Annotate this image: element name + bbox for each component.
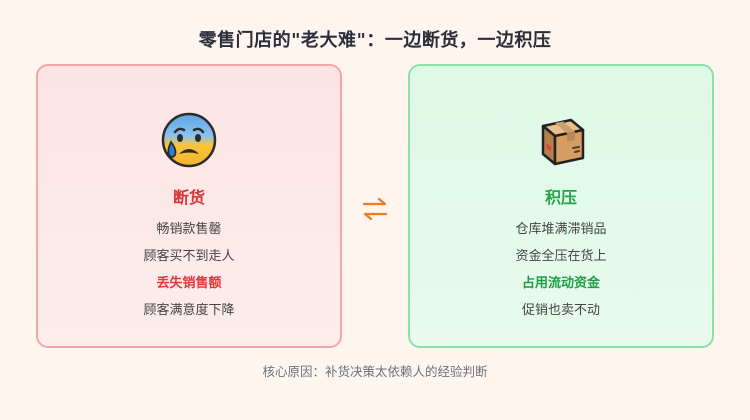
- bidirectional-arrows-icon: [362, 197, 388, 221]
- stockout-point: 顾客买不到走人: [143, 249, 235, 264]
- overstock-key-point: 占用流动资金: [521, 276, 600, 291]
- stockout-point: 畅销款售罄: [156, 222, 222, 237]
- stockout-point: 顾客满意度下降: [143, 303, 235, 318]
- stockout-key-point: 丢失销售额: [156, 276, 222, 291]
- anxious-face-icon: [161, 112, 217, 168]
- package-box-icon: [541, 118, 585, 166]
- overstock-point: 资金全压在货上: [515, 249, 607, 264]
- overstock-card: 积压 仓库堆满滞销品 资金全压在货上 占用流动资金 促销也卖不动: [408, 64, 714, 348]
- root-cause-note: 核心原因：补货决策太依赖人的经验判断: [262, 364, 488, 379]
- stockout-heading: 断货: [172, 188, 205, 207]
- overstock-heading: 积压: [544, 188, 577, 207]
- stockout-card: 断货 畅销款售罄 顾客买不到走人 丢失销售额 顾客满意度下降: [36, 64, 342, 348]
- overstock-point: 仓库堆满滞销品: [515, 222, 607, 237]
- page-title: 零售门店的"老大难"：一边断货，一边积压: [198, 30, 552, 51]
- overstock-point: 促销也卖不动: [521, 303, 600, 318]
